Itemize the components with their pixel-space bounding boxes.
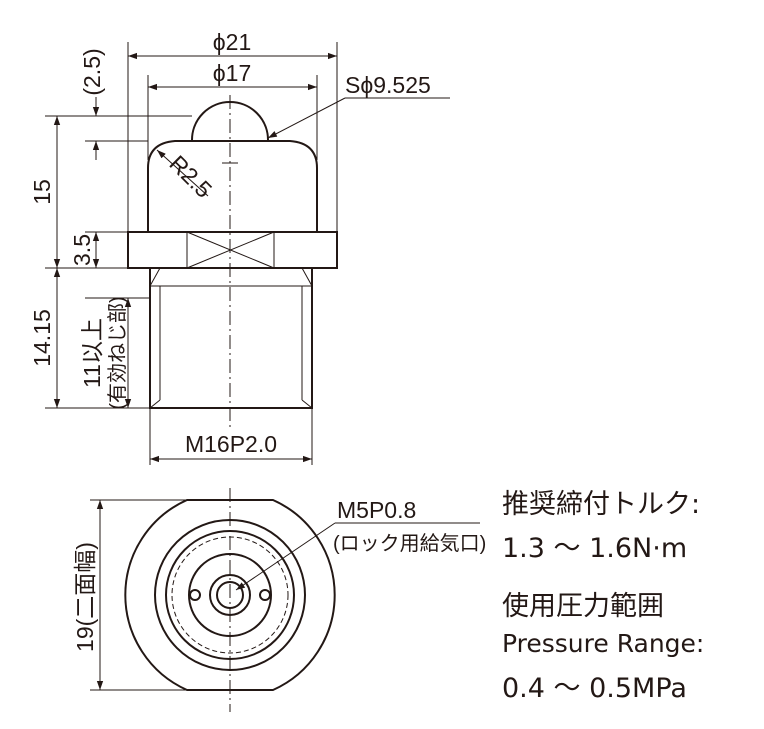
thread-end-left (149, 399, 161, 409)
dim-port-note: (ロック用給気口) (333, 532, 486, 555)
port-inner (216, 581, 244, 609)
hex-flange (127, 231, 338, 269)
side-view: ϕ21 ϕ17 Sϕ9.525 (2.5) 15 3.5 14.15 11以上 … (29, 29, 450, 465)
hex-outline (124, 499, 336, 691)
ball (191, 101, 269, 141)
specs: 推奨締付トルク: 1.3 ～ 1.6N·m 使用圧力範囲 Pressure Ra… (502, 489, 704, 704)
ball-leader (267, 97, 346, 139)
hex-cross-2 (186, 231, 275, 269)
dim-port: M5P0.8 (337, 497, 416, 523)
thread-circle-outer (165, 530, 295, 660)
dim-radius: R2.5 (164, 150, 217, 203)
dim-across-flats: 19(二面幅) (72, 542, 98, 652)
dim-thread-length: 14.15 (29, 309, 55, 367)
radius-leader (156, 149, 209, 197)
torque-value: 1.3 ～ 1.6N·m (502, 533, 687, 564)
dim-thread: M16P2.0 (185, 431, 277, 457)
pressure-label-jp: 使用圧力範囲 (502, 591, 664, 622)
dim-height: 15 (29, 179, 55, 205)
thread-end-right (301, 399, 313, 409)
chamfer-left (149, 267, 161, 287)
dim-phi17: ϕ17 (213, 60, 251, 86)
port-outer (209, 574, 251, 616)
dim-phi21: ϕ21 (213, 29, 251, 55)
dim-hex: 3.5 (69, 234, 95, 266)
torque-label: 推奨締付トルク: (502, 489, 700, 520)
dome-body (147, 140, 318, 232)
top-view: 19(二面幅) M5P0.8 (ロック用給気口) (72, 488, 486, 712)
pressure-value: 0.4 ～ 0.5MPa (502, 673, 687, 704)
port-leader (235, 522, 336, 591)
dim-effective-2: (有効ねじ部) (106, 296, 129, 409)
chamfer-right (301, 267, 313, 287)
pin-left (189, 589, 201, 601)
thread-circle-hidden (171, 536, 289, 654)
dim-effective-1: 11以上 (79, 318, 105, 388)
pressure-label-en: Pressure Range: (502, 629, 704, 658)
dome-circle (154, 519, 306, 671)
pin-right (259, 589, 271, 601)
dim-ball: Sϕ9.525 (345, 72, 431, 98)
thread-body (149, 268, 313, 409)
dim-protrusion: (2.5) (79, 48, 105, 95)
